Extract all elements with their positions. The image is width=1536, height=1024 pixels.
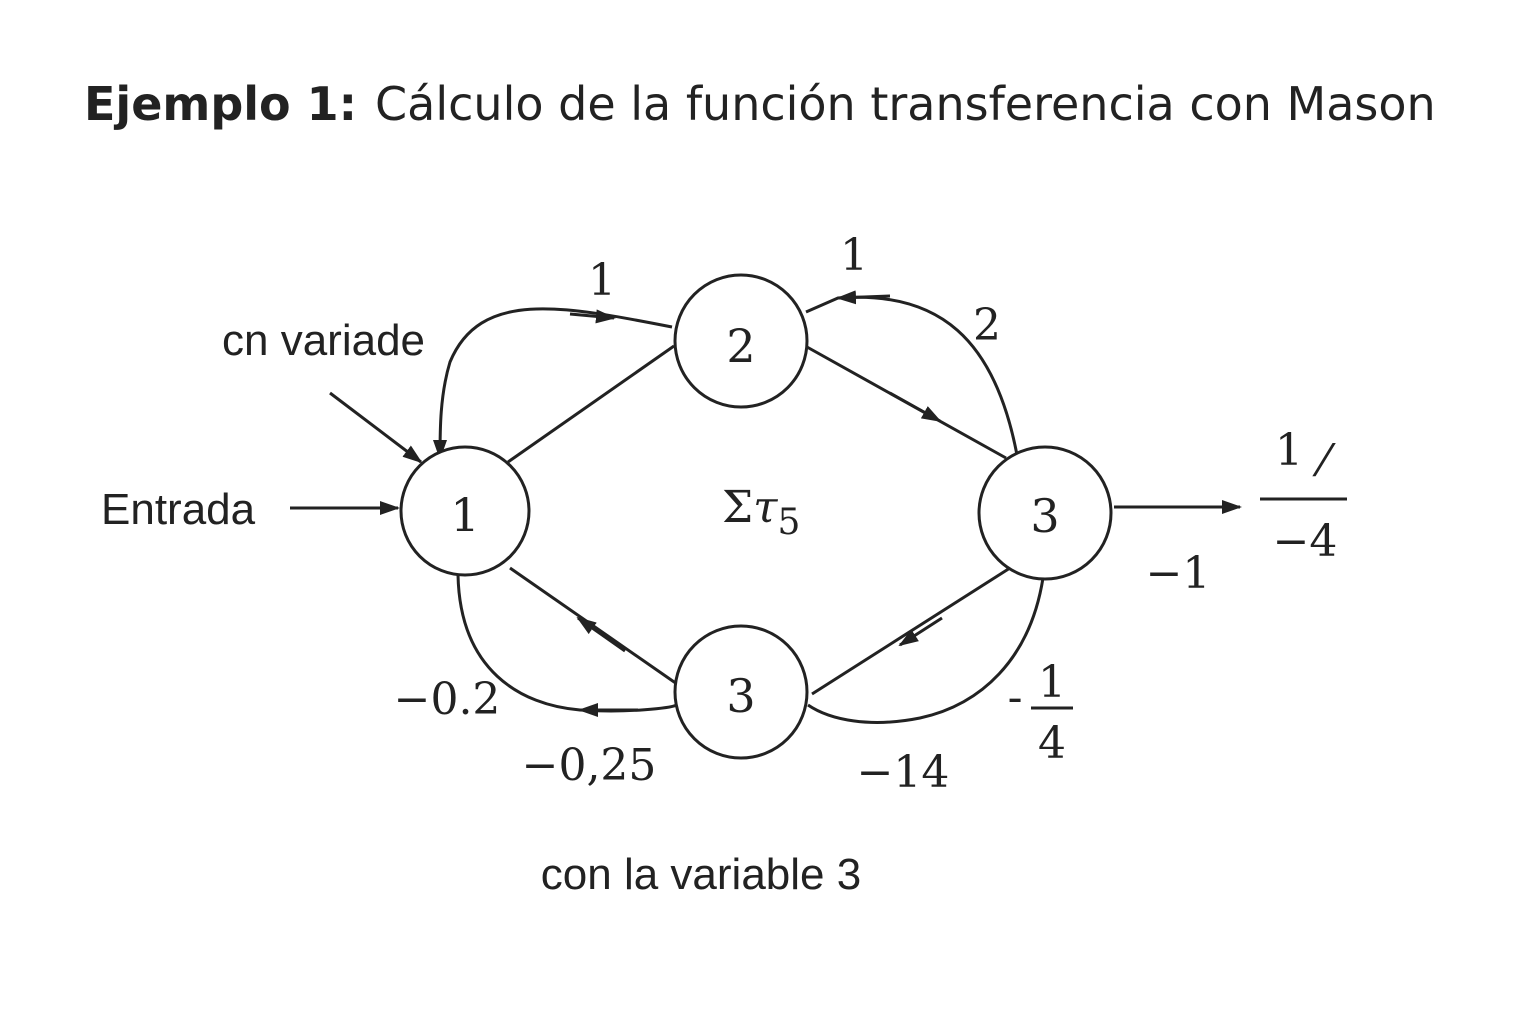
tau-symbol: τ [753, 482, 778, 533]
gain-output: −1 [1146, 548, 1211, 599]
title-rest: Cálculo de la función transferencia con … [375, 77, 1436, 131]
output-fraction: 1 ⁄ −4 [1260, 425, 1347, 567]
input-label-entrada: Entrada [101, 485, 256, 534]
gain-top-right-1: 1 [840, 230, 868, 281]
page-title: Ejemplo 1: Cálculo de la función transfe… [84, 77, 1436, 131]
node-3-bottom-circle [673, 624, 809, 760]
node-2-circle [673, 273, 809, 409]
node-2-label: 2 [726, 319, 755, 373]
node-1: 1 [399, 445, 531, 577]
arrow-node-3-to-node-3b [898, 616, 943, 647]
node-3-right-circle [977, 445, 1113, 581]
edge-node-1-loop-node-3b [456, 574, 678, 713]
output-fraction-mark: ⁄ [1311, 436, 1336, 487]
gain-bottom-left-outer: −0.2 [394, 674, 501, 725]
arrow-node-2-to-node-3 [889, 391, 942, 423]
input-label-variade: cn variade [222, 316, 425, 365]
edge-node-3-loop-node-3b [807, 577, 1045, 724]
node-3-right-label: 3 [1030, 489, 1059, 543]
output-fraction-numerator: 1 [1275, 425, 1303, 476]
sigma-symbol: Σ [722, 482, 753, 533]
arrow-top-right-branch [836, 290, 891, 305]
arrow-top-left-branch [569, 309, 616, 324]
edge-node-1-node-2 [507, 344, 675, 464]
edge-node-3-node-3b [811, 566, 1011, 696]
edge-node-2-loop-to-node-1 [433, 307, 673, 460]
title-bold: Ejemplo 1: [84, 77, 357, 131]
gain-top-left: 1 [588, 255, 616, 306]
gain-bottom-right-outer-numerator: 1 [1038, 657, 1066, 708]
gain-bottom-right-outer: - 1 4 [1008, 657, 1073, 769]
node-1-label: 1 [450, 488, 479, 542]
tau-subscript: 5 [777, 502, 800, 543]
gain-top-right-2: 2 [973, 300, 1001, 351]
output-fraction-denominator: −4 [1273, 516, 1338, 567]
arrow-node-3b-to-node-1 [576, 616, 626, 653]
node-1-circle [399, 445, 531, 577]
edge-variade-to-node-1 [329, 391, 423, 464]
center-label: Στ5 [722, 482, 800, 543]
gain-bottom-left-inner: −0,25 [522, 740, 657, 791]
footer-caption: con la variable 3 [541, 850, 861, 899]
node-3-bottom: 3 [673, 624, 809, 760]
node-3-bottom-label: 3 [726, 669, 755, 723]
edge-node-3b-node-1 [509, 566, 678, 686]
gain-bottom-right-outer-prefix: - [1008, 672, 1023, 723]
gain-bottom-right-inner: −14 [857, 747, 950, 798]
node-2: 2 [673, 273, 809, 409]
gain-bottom-right-outer-denominator: 4 [1038, 718, 1066, 769]
node-3-right: 3 [977, 445, 1113, 581]
